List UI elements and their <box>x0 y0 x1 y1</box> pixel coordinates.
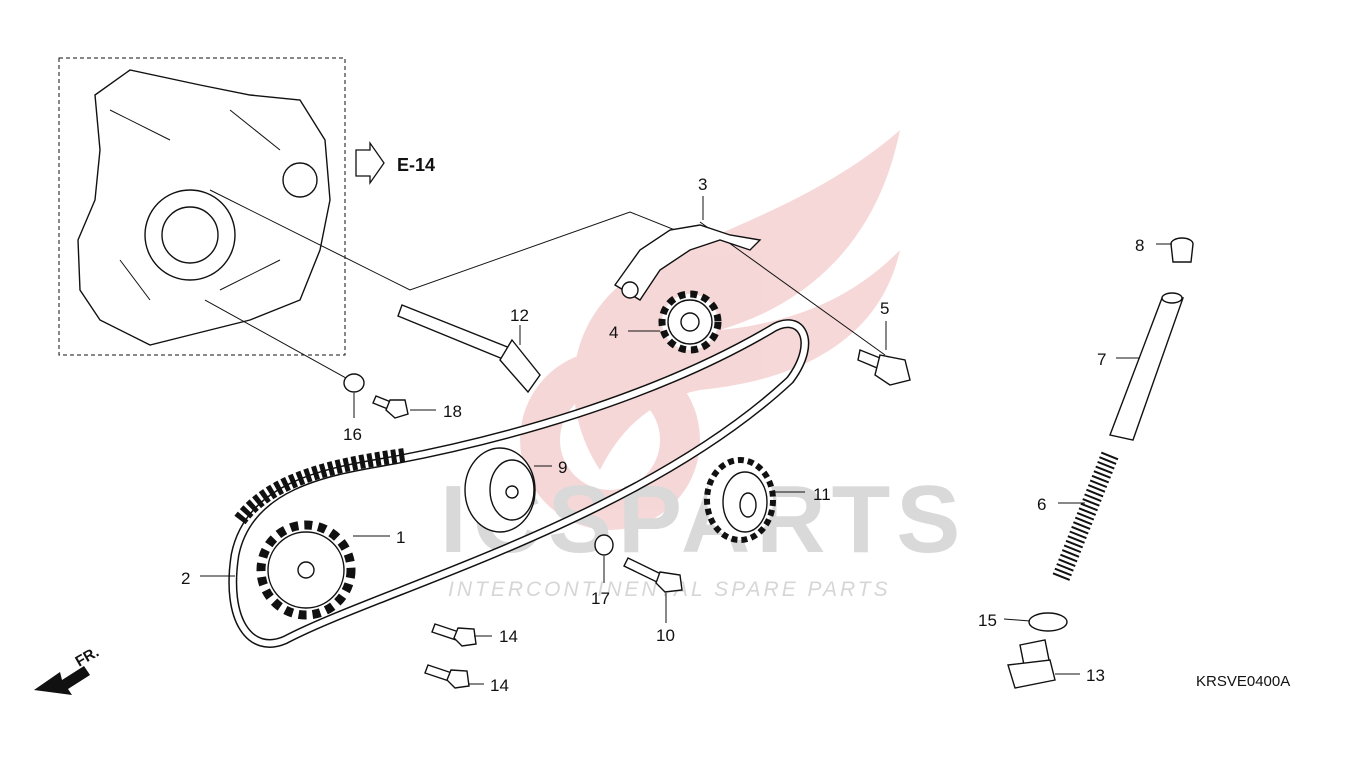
bolt-illustration-icon <box>424 664 470 689</box>
bolt-illustration-icon <box>372 395 409 419</box>
callout-13[interactable]: 13 <box>1086 666 1105 685</box>
callout-7[interactable]: 7 <box>1097 350 1106 369</box>
crankcase-frame <box>58 57 346 356</box>
rod-illustration-icon <box>1109 292 1184 441</box>
drawing-code: KRSVE0400A <box>1196 673 1290 690</box>
bolt-illustration-icon <box>431 623 477 647</box>
callout-12[interactable]: 12 <box>510 306 529 325</box>
callout-4[interactable]: 4 <box>609 323 618 342</box>
callout-8[interactable]: 8 <box>1135 236 1144 255</box>
callout-9[interactable]: 9 <box>558 458 567 477</box>
reference-label: E-14 <box>397 155 435 175</box>
callouts: 1 2 3 4 5 6 7 8 9 10 11 12 13 14 14 15 1… <box>181 175 1172 695</box>
bolt-illustration-icon <box>623 557 683 593</box>
chain-illustration-icon <box>228 319 810 648</box>
callout-11[interactable]: 11 <box>813 485 831 504</box>
callout-3[interactable]: 3 <box>698 175 707 194</box>
callout-17[interactable]: 17 <box>591 589 610 608</box>
callout-16[interactable]: 16 <box>343 425 362 444</box>
cap-illustration-icon <box>1170 237 1194 263</box>
callout-15[interactable]: 15 <box>978 611 997 630</box>
washer-illustration-icon <box>1028 612 1068 632</box>
callout-5[interactable]: 5 <box>880 299 889 318</box>
washer-illustration-icon <box>594 534 614 556</box>
callout-6[interactable]: 6 <box>1037 495 1046 514</box>
bolt-illustration-icon <box>1007 639 1056 689</box>
shaft-illustration-icon <box>397 304 541 394</box>
sprocket-illustration-icon <box>256 520 356 620</box>
arrow-down-left-icon <box>34 666 90 695</box>
callout-2[interactable]: 2 <box>181 569 190 588</box>
crankcase-illustration-icon <box>77 69 331 346</box>
callout-10[interactable]: 10 <box>656 626 675 645</box>
roller-illustration-icon <box>464 447 536 533</box>
coil-spring-illustration-icon <box>1051 451 1119 584</box>
bolt-illustration-icon <box>857 349 911 386</box>
roller-illustration-icon <box>704 457 776 543</box>
washer-illustration-icon <box>343 373 365 393</box>
callout-18[interactable]: 18 <box>443 402 462 421</box>
front-direction-marker: FR. <box>34 644 102 695</box>
small-sprocket-illustration-icon <box>658 290 722 354</box>
arrow-right-icon <box>355 140 385 186</box>
reference-e14[interactable]: E-14 <box>355 140 435 186</box>
front-label: FR. <box>73 644 102 671</box>
callout-14a[interactable]: 14 <box>499 627 518 646</box>
callout-14b[interactable]: 14 <box>490 676 509 695</box>
bracket-illustration-icon <box>613 224 762 301</box>
callout-1[interactable]: 1 <box>396 528 405 547</box>
